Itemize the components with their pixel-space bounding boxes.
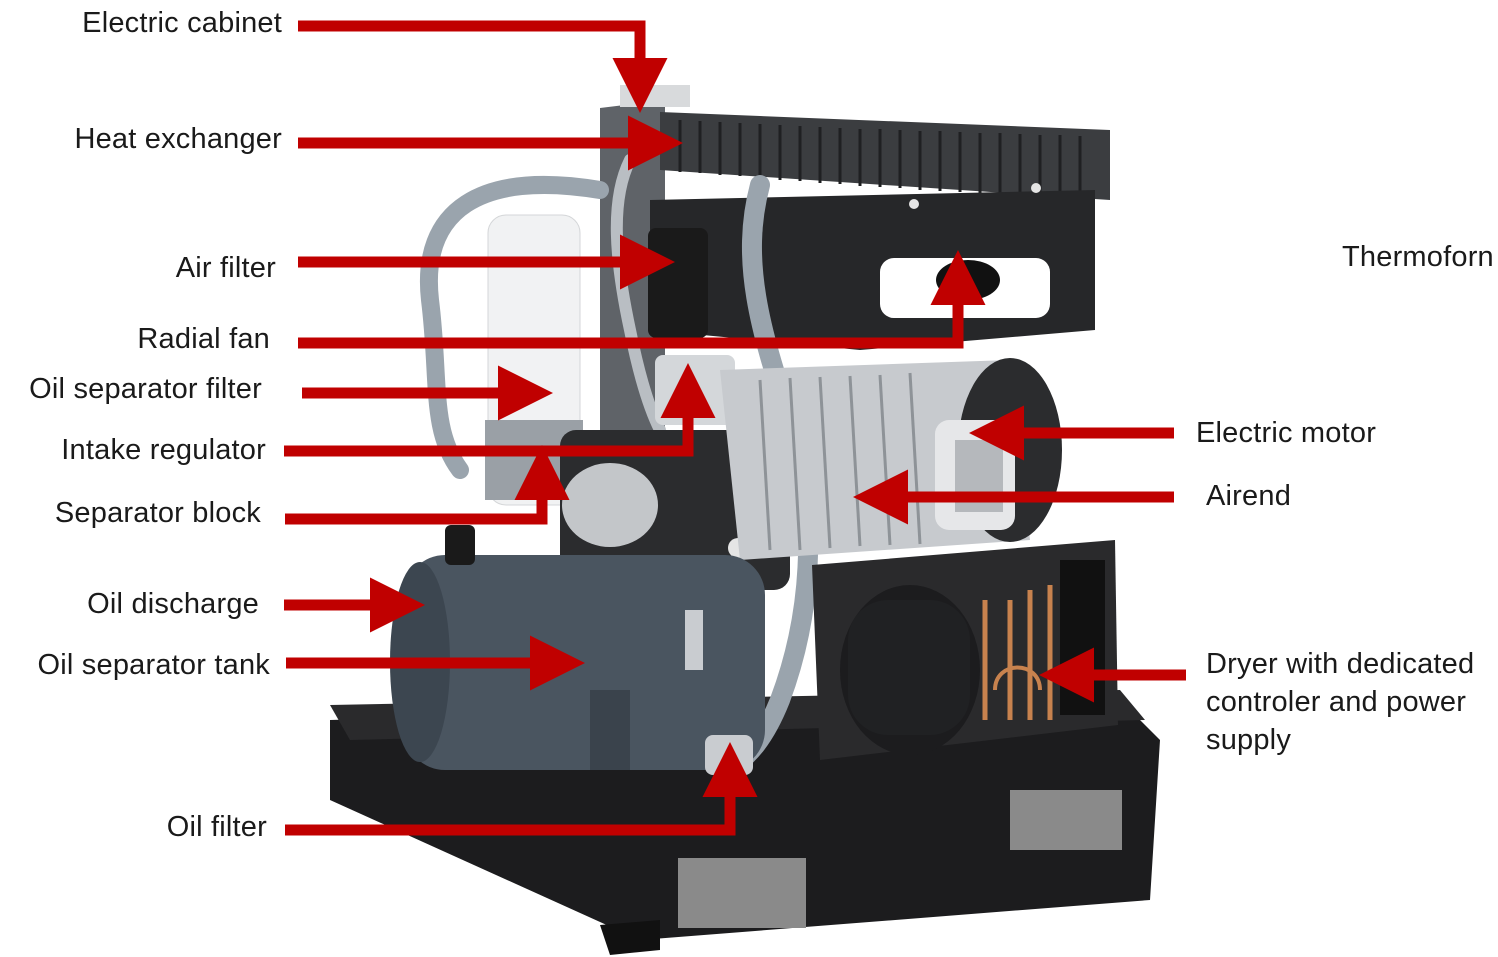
heat-exchanger-top [660, 112, 1110, 200]
label-oil-separator-filter: Oil separator filter [29, 373, 262, 405]
label-oil-separator-tank: Oil separator tank [37, 649, 270, 681]
label-heat-exchanger: Heat exchanger [74, 123, 282, 155]
label-oil-discharge: Oil discharge [87, 588, 259, 620]
airend-cap [562, 463, 658, 547]
arrow-separator-block [285, 445, 570, 525]
label-thermoform: Thermoforn [1342, 243, 1494, 272]
arrow-radial-fan [298, 250, 986, 349]
fan-bolt [909, 199, 919, 209]
dryer-copper-loop [993, 665, 1042, 691]
base-slot-left [678, 858, 806, 928]
base-slot-right [1010, 790, 1122, 850]
label-dryer: Dryer with dedicated controler and power… [1206, 648, 1475, 756]
tank-cap [445, 525, 475, 565]
arrow-intake-regulator [284, 363, 716, 457]
label-electric-cabinet: Electric cabinet [82, 7, 282, 39]
label-separator-block: Separator block [54, 497, 261, 529]
fan-bolt [1031, 183, 1041, 193]
tank-leg [590, 690, 630, 770]
dryer-copper-pipes [982, 585, 1053, 720]
label-airend: Airend [1206, 480, 1292, 512]
tank-fitting [685, 610, 703, 670]
label-radial-fan: Radial fan [137, 323, 270, 355]
dryer-compressor-shell [848, 600, 970, 735]
arrow-oil-filter [285, 742, 758, 836]
base-foot [600, 920, 660, 955]
label-air-filter: Air filter [175, 252, 276, 284]
oil-separator-tank [405, 555, 765, 770]
label-electric-motor: Electric motor [1196, 417, 1377, 449]
arrow-electric-cabinet [298, 20, 668, 113]
label-intake-regulator: Intake regulator [61, 434, 266, 466]
pipe-center [610, 154, 666, 436]
hose-left [419, 175, 609, 479]
label-oil-filter: Oil filter [166, 811, 267, 843]
